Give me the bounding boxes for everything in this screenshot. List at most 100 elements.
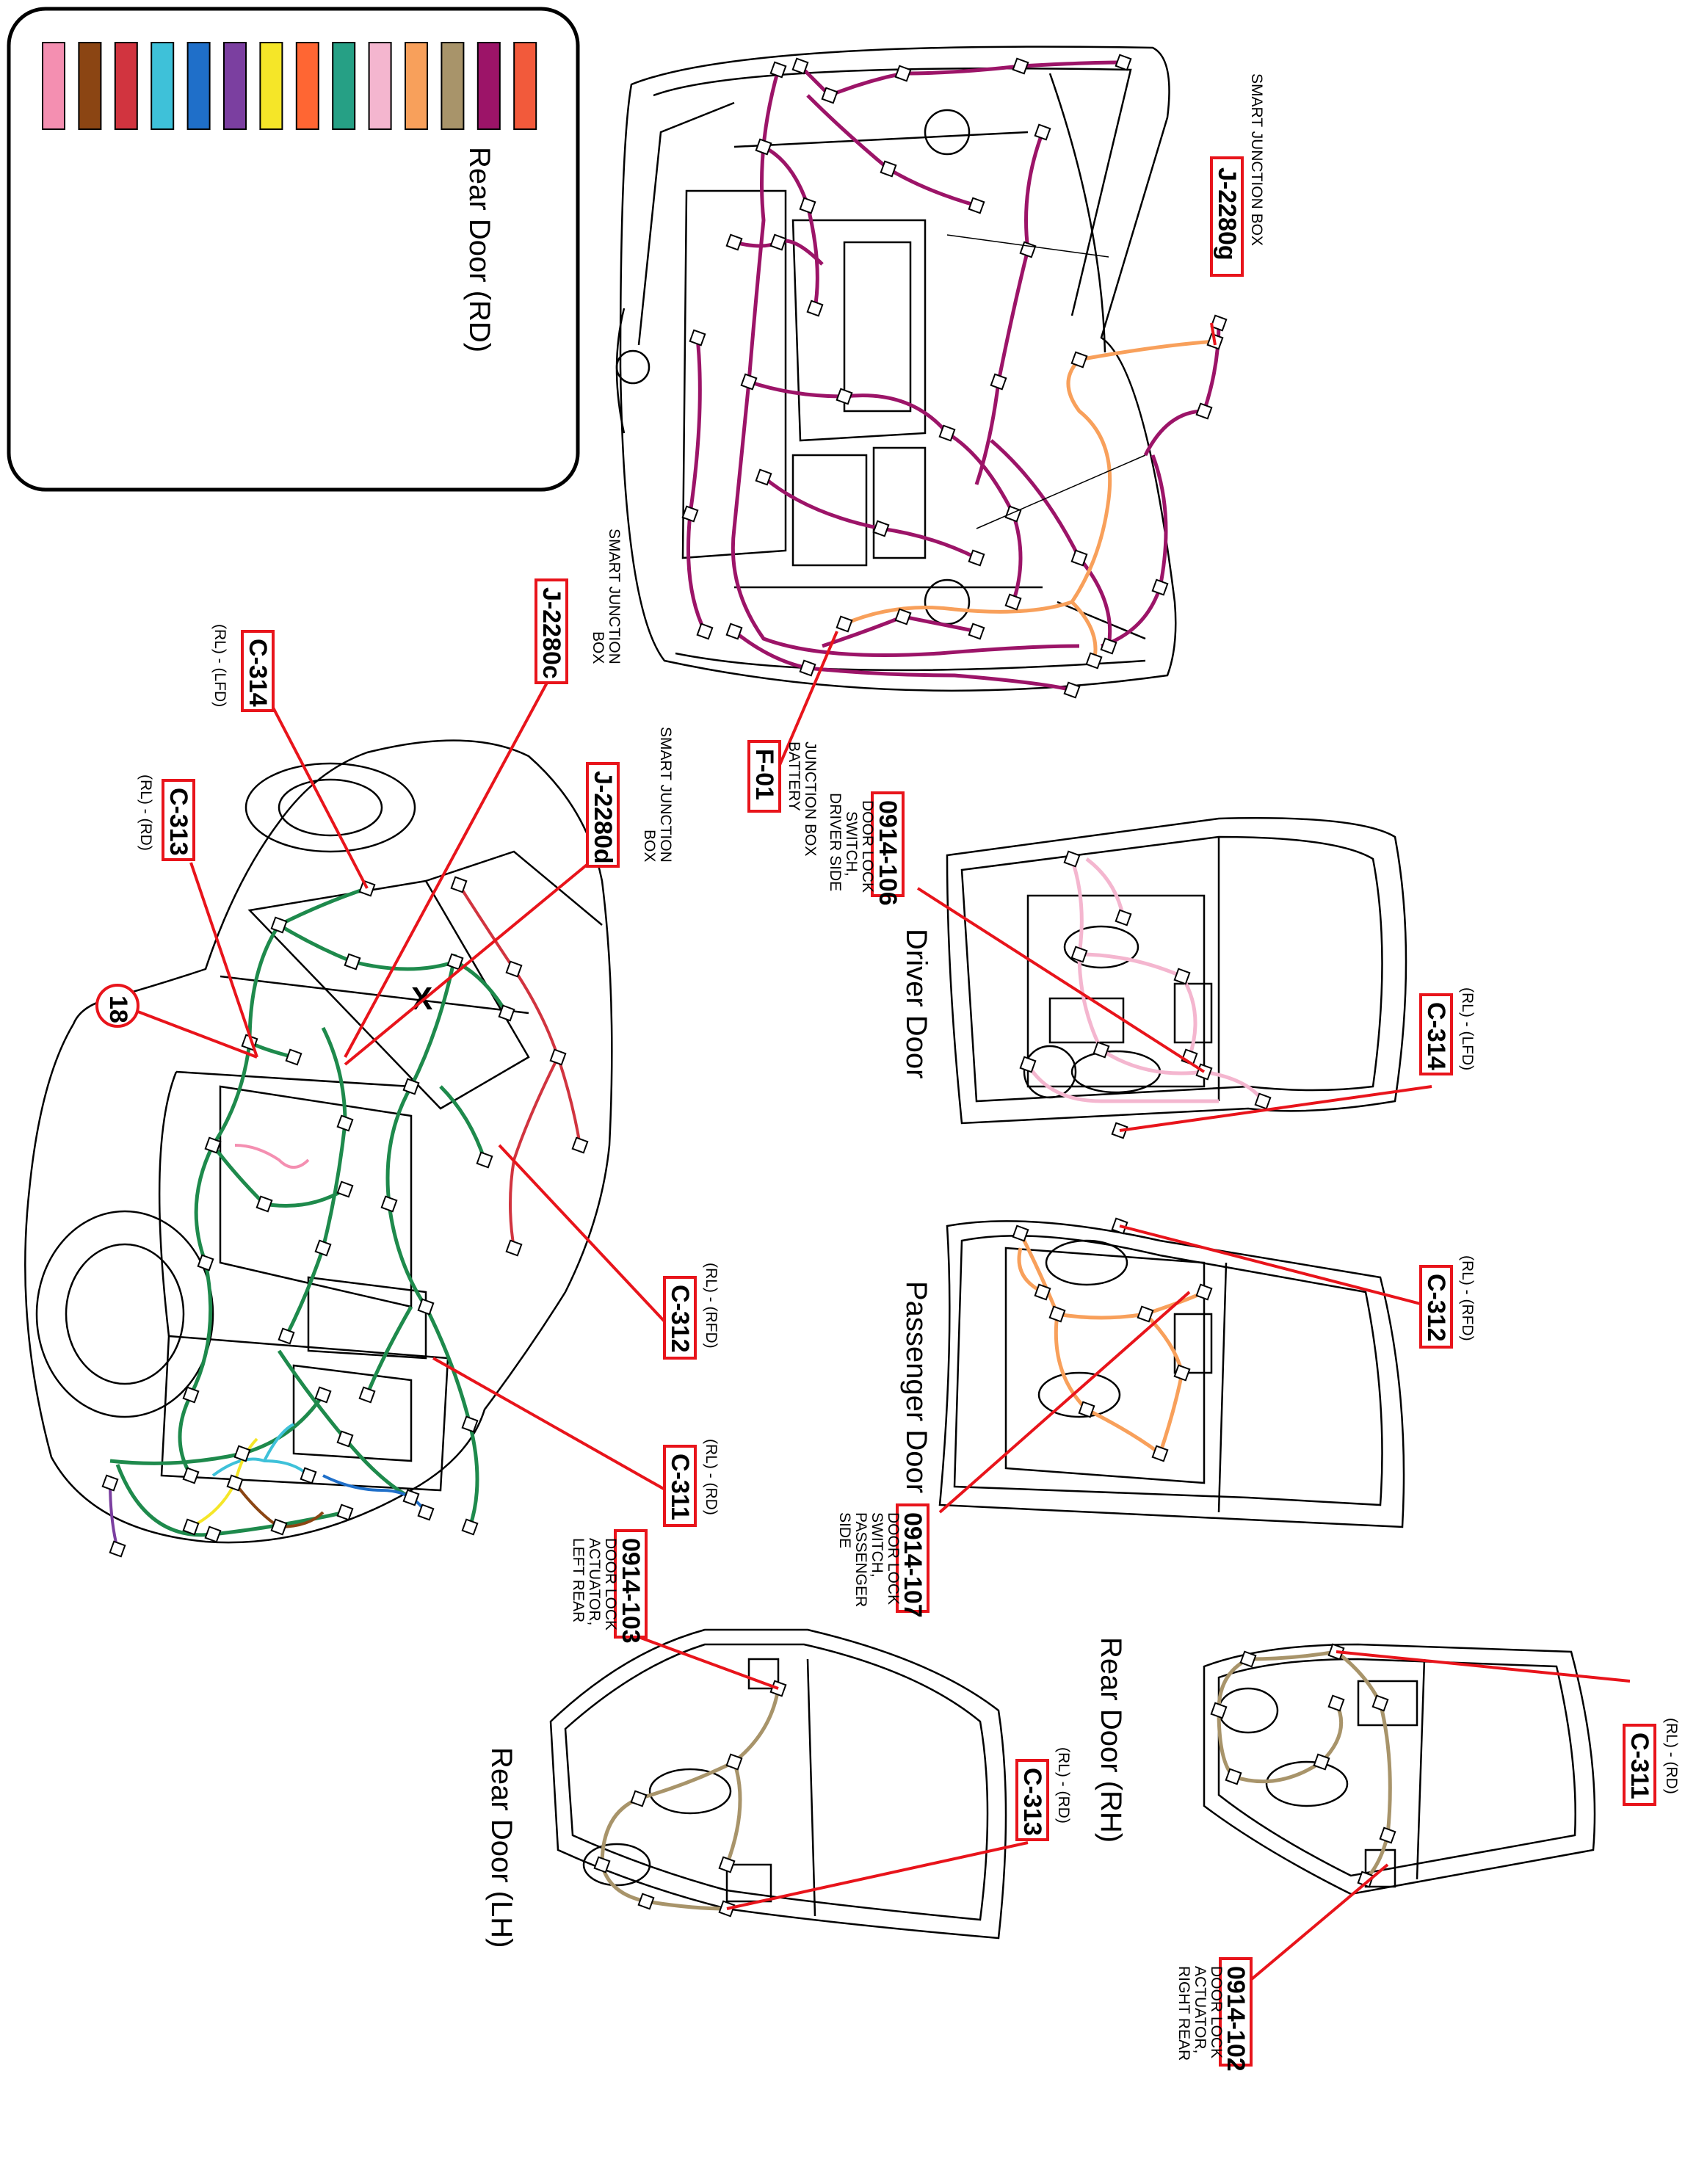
- legend-swatch: [441, 42, 465, 130]
- connector-glyph: [1151, 1445, 1169, 1462]
- connector-glyph: [791, 57, 809, 75]
- connector-glyph: [336, 1114, 354, 1132]
- connector-glyph: [1004, 593, 1022, 611]
- connector-glyph: [990, 373, 1007, 391]
- connector-glyph: [101, 1474, 119, 1492]
- vehicle-harness-cyan: [211, 1423, 310, 1477]
- engine-bay-connectors: [681, 54, 1228, 699]
- connector-glyph: [872, 520, 890, 537]
- passenger-door-title: Passenger Door: [900, 1281, 932, 1493]
- connector-glyph: [836, 388, 853, 405]
- legend-swatches: [42, 42, 537, 130]
- connector-glyph: [769, 233, 787, 251]
- callout-c312-door: C-312 (RL) - (RFD): [1419, 1255, 1476, 1349]
- connector-glyph: [1085, 652, 1103, 670]
- connector-glyph: [1070, 946, 1088, 963]
- legend-swatch: [295, 42, 319, 130]
- callout-desc: ACTUATOR,: [1192, 1966, 1209, 2053]
- rear-door-rh-view: [1203, 1643, 1596, 1895]
- connector-glyph: [630, 1790, 648, 1807]
- connector-glyph: [1019, 241, 1037, 258]
- connector-glyph: [204, 1136, 222, 1154]
- connector-glyph: [880, 160, 897, 178]
- legend-swatch: [78, 42, 102, 130]
- connector-glyph: [571, 1136, 589, 1154]
- connector-glyph: [968, 623, 985, 640]
- callout-desc: BOX: [590, 631, 606, 664]
- callout-code: C-311: [666, 1454, 694, 1520]
- legend-swatch: [186, 42, 211, 130]
- driver-door-view: [946, 817, 1407, 1125]
- callout-desc: DOOR LOCK: [1208, 1966, 1225, 2058]
- callout-f01: F-01 BATTERY JUNCTION BOX: [747, 740, 819, 856]
- connector-glyph: [300, 1467, 317, 1484]
- callout-desc: (RL) - (RD): [703, 1439, 720, 1515]
- connector-glyph: [1012, 57, 1029, 75]
- connector-glyph: [725, 233, 743, 251]
- connector-glyph: [637, 1893, 655, 1910]
- legend-swatch: [223, 42, 247, 130]
- legend-swatch: [513, 42, 537, 130]
- callout-desc: DOOR LOCK: [602, 1538, 619, 1630]
- connector-glyph: [233, 1445, 251, 1462]
- connector-glyph: [769, 61, 787, 79]
- connector-glyph: [894, 608, 912, 625]
- connector-glyph: [1092, 1041, 1110, 1059]
- connector-glyph: [1115, 54, 1132, 71]
- connector-glyph: [450, 876, 468, 893]
- connector-glyph: [402, 1078, 420, 1095]
- callout-desc: SMART JUNCTION: [657, 727, 674, 863]
- callout-desc: BATTERY: [786, 741, 802, 811]
- callout-0914-103: 0914-103 DOOR LOCK ACTUATOR, LEFT REAR: [570, 1529, 648, 1644]
- connector-glyph: [755, 138, 772, 156]
- callout-desc: SMART JUNCTION BOX: [1248, 73, 1265, 246]
- vehicle-harness-green: [109, 886, 509, 1537]
- rear-door-lh-connectors: [593, 1680, 787, 1918]
- connector-glyph: [417, 1503, 435, 1521]
- connector-glyph: [204, 1525, 222, 1543]
- connector-glyph: [799, 197, 816, 214]
- connector-glyph: [1078, 1401, 1095, 1418]
- connector-glyph: [725, 1753, 743, 1771]
- connector-glyph: [740, 373, 758, 391]
- callout-desc: SMART JUNCTION: [606, 529, 623, 664]
- connector-glyph: [278, 1327, 295, 1345]
- callout-desc: (RL) - (RD): [1055, 1747, 1072, 1824]
- callout-leaders: [131, 322, 1631, 1984]
- callout-desc: PASSENGER: [852, 1512, 869, 1607]
- connector-glyph: [270, 916, 288, 934]
- connector-glyph: [270, 1518, 288, 1536]
- callout-desc: SIDE: [836, 1512, 853, 1548]
- passenger-door-connectors: [1012, 1217, 1213, 1462]
- connector-glyph: [197, 1254, 214, 1271]
- callout-code: 0914-106: [874, 800, 902, 906]
- connector-glyph: [806, 300, 824, 317]
- connector-glyph: [380, 1195, 398, 1213]
- callout-desc: JUNCTION BOX: [802, 741, 819, 856]
- body-x-mark: X: [411, 981, 432, 1017]
- engine-bay-leaders: [946, 234, 1146, 529]
- connector-glyph: [336, 1180, 354, 1198]
- connector-glyph: [1151, 578, 1169, 596]
- legend: Rear Door (RD): [7, 7, 580, 492]
- callout-code: C-311: [1626, 1733, 1653, 1799]
- connector-glyph: [821, 87, 838, 104]
- callout-desc: (RL) - (LFD): [211, 624, 228, 707]
- connector-glyph: [1100, 637, 1117, 655]
- rear-door-lh-title: Rear Door (LH): [485, 1747, 518, 1948]
- callout-code: 0914-107: [899, 1512, 927, 1618]
- vehicle-harness-pink: [234, 1144, 310, 1169]
- vehicle-harness-red: [457, 883, 581, 1249]
- callout-desc: (RL) - (RFD): [703, 1263, 720, 1349]
- legend-swatch: [259, 42, 283, 130]
- callout-code: J-2280d: [589, 771, 617, 864]
- connector-glyph: [1210, 1702, 1228, 1719]
- callout-desc: DRIVER SIDE: [827, 793, 844, 891]
- connector-glyph: [1254, 1092, 1272, 1110]
- callout-desc: BOX: [641, 830, 658, 862]
- callout-code: 0914-102: [1222, 1966, 1250, 2072]
- callout-c312-body: C-312 (RL) - (RFD): [663, 1263, 720, 1360]
- callout-code: 0914-103: [617, 1538, 645, 1644]
- callout-c313-door: C-313 (RL) - (RD): [1015, 1747, 1072, 1841]
